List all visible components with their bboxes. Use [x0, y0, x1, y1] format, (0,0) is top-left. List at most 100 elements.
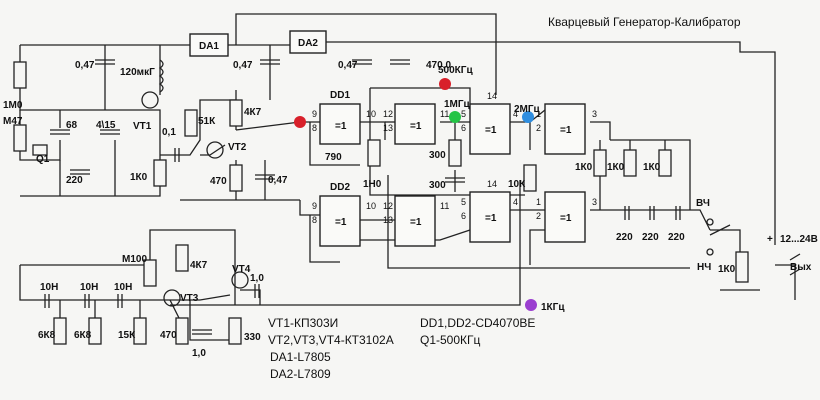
marker-500khz-label: 500КГц	[438, 65, 473, 76]
svg-text:9: 9	[312, 109, 317, 119]
svg-text:120мкГ: 120мкГ	[120, 67, 155, 78]
svg-text:Q1: Q1	[36, 154, 50, 165]
svg-text:1М0: 1М0	[3, 100, 23, 111]
svg-text:DA1: DA1	[199, 41, 219, 52]
svg-text:ВЧ: ВЧ	[696, 198, 710, 209]
resistor-1m0	[13, 61, 27, 89]
svg-text:220: 220	[668, 232, 685, 243]
diagram-title: Кварцевый Генератор-Калибратор	[548, 15, 741, 29]
svg-text:4: 4	[513, 197, 518, 207]
svg-text:0,1: 0,1	[162, 127, 176, 138]
svg-text:3: 3	[592, 109, 597, 119]
resistor-790	[367, 139, 381, 167]
svg-text:220: 220	[616, 232, 633, 243]
svg-text:1: 1	[536, 197, 541, 207]
svg-text:4К7: 4К7	[190, 260, 208, 271]
svg-text:790: 790	[325, 152, 342, 163]
component-labels: 1М0 М47 68 4\15 220 0,47 120мкГ 0,1 51К …	[3, 60, 818, 359]
marker-1khz-label: 1КГц	[541, 302, 565, 313]
capacitors	[44, 59, 681, 335]
svg-text:=1: =1	[485, 213, 497, 224]
svg-text:13: 13	[383, 123, 393, 133]
svg-text:8: 8	[312, 215, 317, 225]
resistor-330	[228, 317, 242, 345]
svg-text:14: 14	[487, 179, 497, 189]
svg-text:1К0: 1К0	[575, 162, 593, 173]
resistor-470-b	[175, 317, 189, 345]
svg-text:0,47: 0,47	[268, 175, 288, 186]
logic-gate-dd2-b: =1 12 13 11	[383, 195, 449, 247]
resistor-m47	[13, 124, 27, 152]
transistors	[141, 91, 249, 307]
svg-text:1,0: 1,0	[192, 348, 206, 359]
svg-text:0,47: 0,47	[338, 60, 358, 71]
inductor	[158, 59, 164, 93]
svg-text:VT2: VT2	[228, 142, 247, 153]
svg-text:DA2-L7809: DA2-L7809	[270, 367, 331, 381]
svg-text:=1: =1	[560, 125, 572, 136]
marker-2mhz-label: 2МГц	[514, 104, 541, 115]
resistor-m100	[143, 259, 157, 287]
transistor-vt2	[206, 141, 224, 159]
svg-text:0,47: 0,47	[75, 60, 95, 71]
svg-text:=1: =1	[335, 121, 347, 132]
svg-text:5: 5	[461, 109, 466, 119]
logic-ic-dd2: DD2 =1 9 8 10	[312, 182, 376, 247]
svg-text:VT1-КП303И: VT1-КП303И	[268, 316, 338, 330]
logic-gate-dd2-c: =1 14 5 6 4	[461, 179, 518, 243]
marker-1khz-dot	[525, 299, 537, 311]
resistor-6k8-a	[53, 317, 67, 345]
resistor-470-a	[229, 164, 243, 192]
resistor-6k8-b	[88, 317, 102, 345]
resistors	[13, 61, 749, 345]
transistor-vt1	[141, 91, 159, 109]
svg-text:10Н: 10Н	[114, 282, 132, 293]
svg-text:+: +	[767, 234, 773, 245]
vch-nch-switch	[706, 218, 731, 256]
svg-text:4К7: 4К7	[244, 107, 262, 118]
svg-text:1К0: 1К0	[718, 264, 736, 275]
svg-text:DD1,DD2-CD4070BE: DD1,DD2-CD4070BE	[420, 316, 535, 330]
logic-gate-dd1-d: =1 1 2 3	[536, 103, 597, 155]
svg-text:10Н: 10Н	[80, 282, 98, 293]
output-jack	[789, 253, 801, 276]
svg-text:15К: 15К	[118, 330, 136, 341]
logic-gate-dd1-c: =1 14 5 6 4	[461, 91, 518, 155]
svg-text:=1: =1	[560, 213, 572, 224]
marker-500khz-dot	[439, 78, 451, 90]
svg-text:0,47: 0,47	[233, 60, 253, 71]
resistor-4k7-a	[229, 99, 243, 127]
logic-gate-dd2-d: =1 1 2 3	[536, 191, 597, 243]
svg-text:1К0: 1К0	[130, 172, 148, 183]
transistor-vt4	[231, 271, 249, 289]
svg-text:=1: =1	[485, 125, 497, 136]
svg-text:=1: =1	[410, 121, 422, 132]
svg-text:2: 2	[536, 211, 541, 221]
resistor-300-a	[448, 139, 462, 167]
svg-text:1К0: 1К0	[607, 162, 625, 173]
svg-text:2: 2	[536, 123, 541, 133]
marker-2mhz-dot	[522, 111, 534, 123]
svg-text:6К8: 6К8	[38, 330, 56, 341]
svg-text:51К: 51К	[198, 116, 216, 127]
svg-text:12: 12	[383, 109, 393, 119]
svg-text:1Н0: 1Н0	[363, 179, 382, 190]
svg-text:VT4: VT4	[232, 264, 251, 275]
svg-text:DD1: DD1	[330, 90, 350, 101]
svg-text:300: 300	[429, 150, 446, 161]
regulator-da1: DA1	[189, 33, 229, 57]
svg-text:12...24В: 12...24В	[780, 234, 818, 245]
svg-text:14: 14	[487, 91, 497, 101]
svg-text:1: 1	[536, 109, 541, 119]
svg-text:DA2: DA2	[298, 38, 318, 49]
svg-text:М47: М47	[3, 116, 23, 127]
svg-text:4: 4	[513, 109, 518, 119]
svg-text:5: 5	[461, 197, 466, 207]
svg-text:DD2: DD2	[330, 182, 350, 193]
regulator-da2: DA2	[289, 30, 327, 54]
logic-gate-dd1-b: =1 12 13 11	[383, 103, 449, 145]
svg-text:330: 330	[244, 332, 261, 343]
resistor-1k0-a	[153, 159, 167, 187]
parts-notes: VT1-КП303И VT2,VT3,VT4-КТ3102А DA1-L7805…	[268, 316, 535, 381]
